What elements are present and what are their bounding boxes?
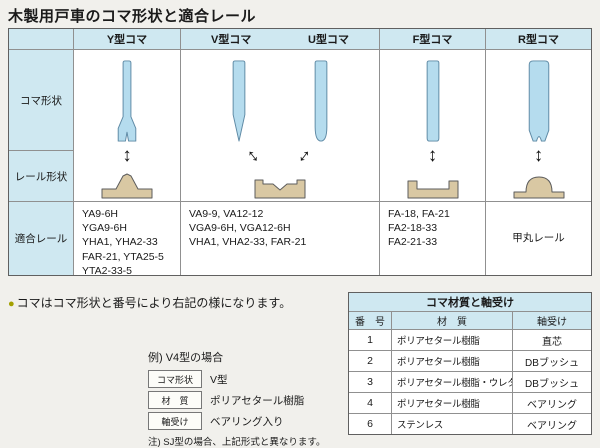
table-cell-no: 4 [349,393,391,413]
bullet-note-text: コマはコマ形状と番号により右記の様になります。 [16,296,292,310]
column-header-y: Y型コマ [74,29,180,49]
y-roller-icon [117,60,137,142]
shape-cell-vu: ↕ ↕ [181,50,379,201]
roller-rail-table: Y型コマ V型コマ U型コマ F型コマ R型コマ コマ形状 レール形状 適合レー… [8,28,592,277]
table-cell-bearing: 直芯 [513,330,591,350]
table-cell-no: 1 [349,330,391,350]
vu-arrows: ↕ ↕ [181,144,379,170]
table-cell-bearing: ベアリング [513,414,591,434]
rail-list-f: FA-18, FA-21 FA2-18-33 FA2-21-33 [380,202,485,275]
column-header-v: V型コマ [211,34,252,46]
table-cell-material: ポリアセタール樹脂・ウレタン [392,372,512,392]
row-label-rail-shape: レール形状 [9,151,73,201]
table-cell-bearing: DBブッシュ [513,372,591,392]
table-corner-cell [9,29,73,49]
bullet-note: ●コマはコマ形状と番号により右記の様になります。 [8,294,291,311]
bullet-icon: ● [8,298,15,310]
r-roller-icon [528,60,549,142]
up-down-arrow-icon: ↕ [122,145,132,166]
material-table-header-bearing: 軸受け [513,312,591,329]
column-header-f: F型コマ [380,29,485,49]
table-cell-material: ポリアセタール樹脂 [392,330,512,350]
table-cell-material: ポリアセタール樹脂 [392,393,512,413]
example-label-chip: 軸受け [148,412,202,430]
rail-list-y: YA9-6H YGA9-6H YHA1, YHA2-33 FAR-21, YTA… [74,202,180,277]
up-down-arrow-icon: ↕ [533,145,544,166]
rail-list-vu: VA9-9, VA12-12 VGA9-6H, VGA12-6H VHA1, V… [181,202,379,275]
column-header-u: U型コマ [308,34,349,46]
table-cell-no: 2 [349,351,391,371]
material-table-header-material: 材 質 [392,312,512,329]
shape-cell-y: ↕ [74,50,180,201]
column-header-r: R型コマ [486,29,591,49]
example-footnote: 注) SJ型の場合、上記形式と異なります。 [148,437,326,448]
table-cell-bearing: ベアリング [513,393,591,413]
table-cell-material: ステンレス [392,414,512,434]
up-down-arrow-icon: ↕ [427,145,438,166]
f-rail-icon [407,180,458,199]
column-header-vu: V型コマ U型コマ [181,29,379,49]
f-roller-icon [426,60,439,142]
vu-roller-row [221,58,339,144]
example-row: 材 質 ポリアセタール樹脂 [148,391,348,409]
page-title: 木製用戸車のコマ形状と適合レール [8,8,257,25]
example-value: V型 [210,373,228,386]
diagonal-arrow-icon: ↕ [242,144,264,168]
u-roller-icon [314,60,328,142]
row-label-koma-shape: コマ形状 [9,50,73,150]
example-row: コマ形状 V型 [148,370,348,388]
r-rail-icon [513,176,564,199]
material-table-header-no: 番 号 [349,312,391,329]
y-rail-icon [101,173,153,199]
example-value: ポリアセタール樹脂 [210,394,305,407]
example-value: ベアリング入り [210,415,284,428]
material-bearing-table: コマ材質と軸受け 番 号 材 質 軸受け 1 ポリアセタール樹脂 直芯 2 ポリ… [348,292,592,435]
example-label-chip: 材 質 [148,391,202,409]
example-label-chip: コマ形状 [148,370,202,388]
diagonal-arrow-icon: ↕ [294,144,315,168]
shape-cell-f: ↕ [380,50,485,201]
table-cell-material: ポリアセタール樹脂 [392,351,512,371]
table-cell-bearing: DBブッシュ [513,351,591,371]
v-rail-icon [254,179,306,199]
row-label-compatible-rail: 適合レール [9,202,73,275]
table-cell-no: 3 [349,372,391,392]
v-roller-icon [232,60,246,142]
table-cell-no: 6 [349,414,391,434]
material-table-title: コマ材質と軸受け [349,293,591,311]
example-row: 軸受け ベアリング入り [148,412,348,430]
shape-cell-r: ↕ [486,50,591,201]
rail-list-r: 甲丸レール [486,202,591,275]
example-title: 例) V4型の場合 [148,352,224,364]
example-block: 例) V4型の場合 コマ形状 V型 材 質 ポリアセタール樹脂 軸受け ベアリン… [148,349,348,448]
